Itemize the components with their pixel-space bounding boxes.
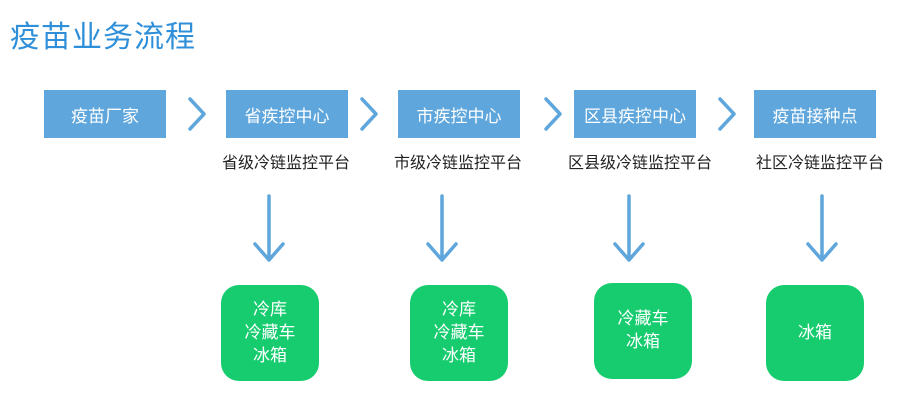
storage-item: 冷库 [253, 299, 287, 320]
storage-item: 冷藏车 [244, 322, 296, 343]
storage-item: 冷藏车 [617, 309, 669, 329]
storage-item: 冷藏车 [433, 322, 485, 343]
stage-provincial-cdc: 省疾控中心 [226, 90, 348, 138]
platform-county: 区县级冷链监控平台 [567, 153, 712, 172]
storage-box-community: 冰箱 [766, 285, 864, 381]
chevron-right-icon [188, 97, 206, 131]
chevron-right-icon [544, 97, 562, 131]
stage-city-cdc: 市疾控中心 [398, 90, 520, 138]
storage-box-provincial: 冷库 冷藏车 冰箱 [221, 285, 319, 381]
storage-item: 冰箱 [442, 345, 476, 366]
arrow-down-icon [613, 194, 645, 262]
arrow-down-icon [253, 194, 285, 262]
storage-item: 冰箱 [626, 332, 660, 352]
arrow-down-icon [806, 194, 838, 262]
stage-county-cdc: 区县疾控中心 [574, 90, 696, 138]
chevron-right-icon [718, 97, 736, 131]
diagram-title: 疫苗业务流程 [10, 20, 196, 55]
chevron-right-icon [360, 97, 378, 131]
storage-item: 冰箱 [798, 322, 832, 343]
stage-vaccine-manufacturer: 疫苗厂家 [44, 90, 166, 138]
storage-item: 冰箱 [253, 345, 287, 366]
storage-box-city: 冷库 冷藏车 冰箱 [410, 285, 508, 381]
platform-city: 市级冷链监控平台 [393, 153, 522, 172]
platform-community: 社区冷链监控平台 [755, 153, 884, 172]
storage-item: 冷库 [442, 299, 476, 320]
arrow-down-icon [426, 194, 458, 262]
storage-box-county: 冷藏车 冰箱 [594, 283, 692, 379]
stage-vaccination-site: 疫苗接种点 [754, 90, 876, 138]
platform-provincial: 省级冷链监控平台 [221, 153, 350, 172]
